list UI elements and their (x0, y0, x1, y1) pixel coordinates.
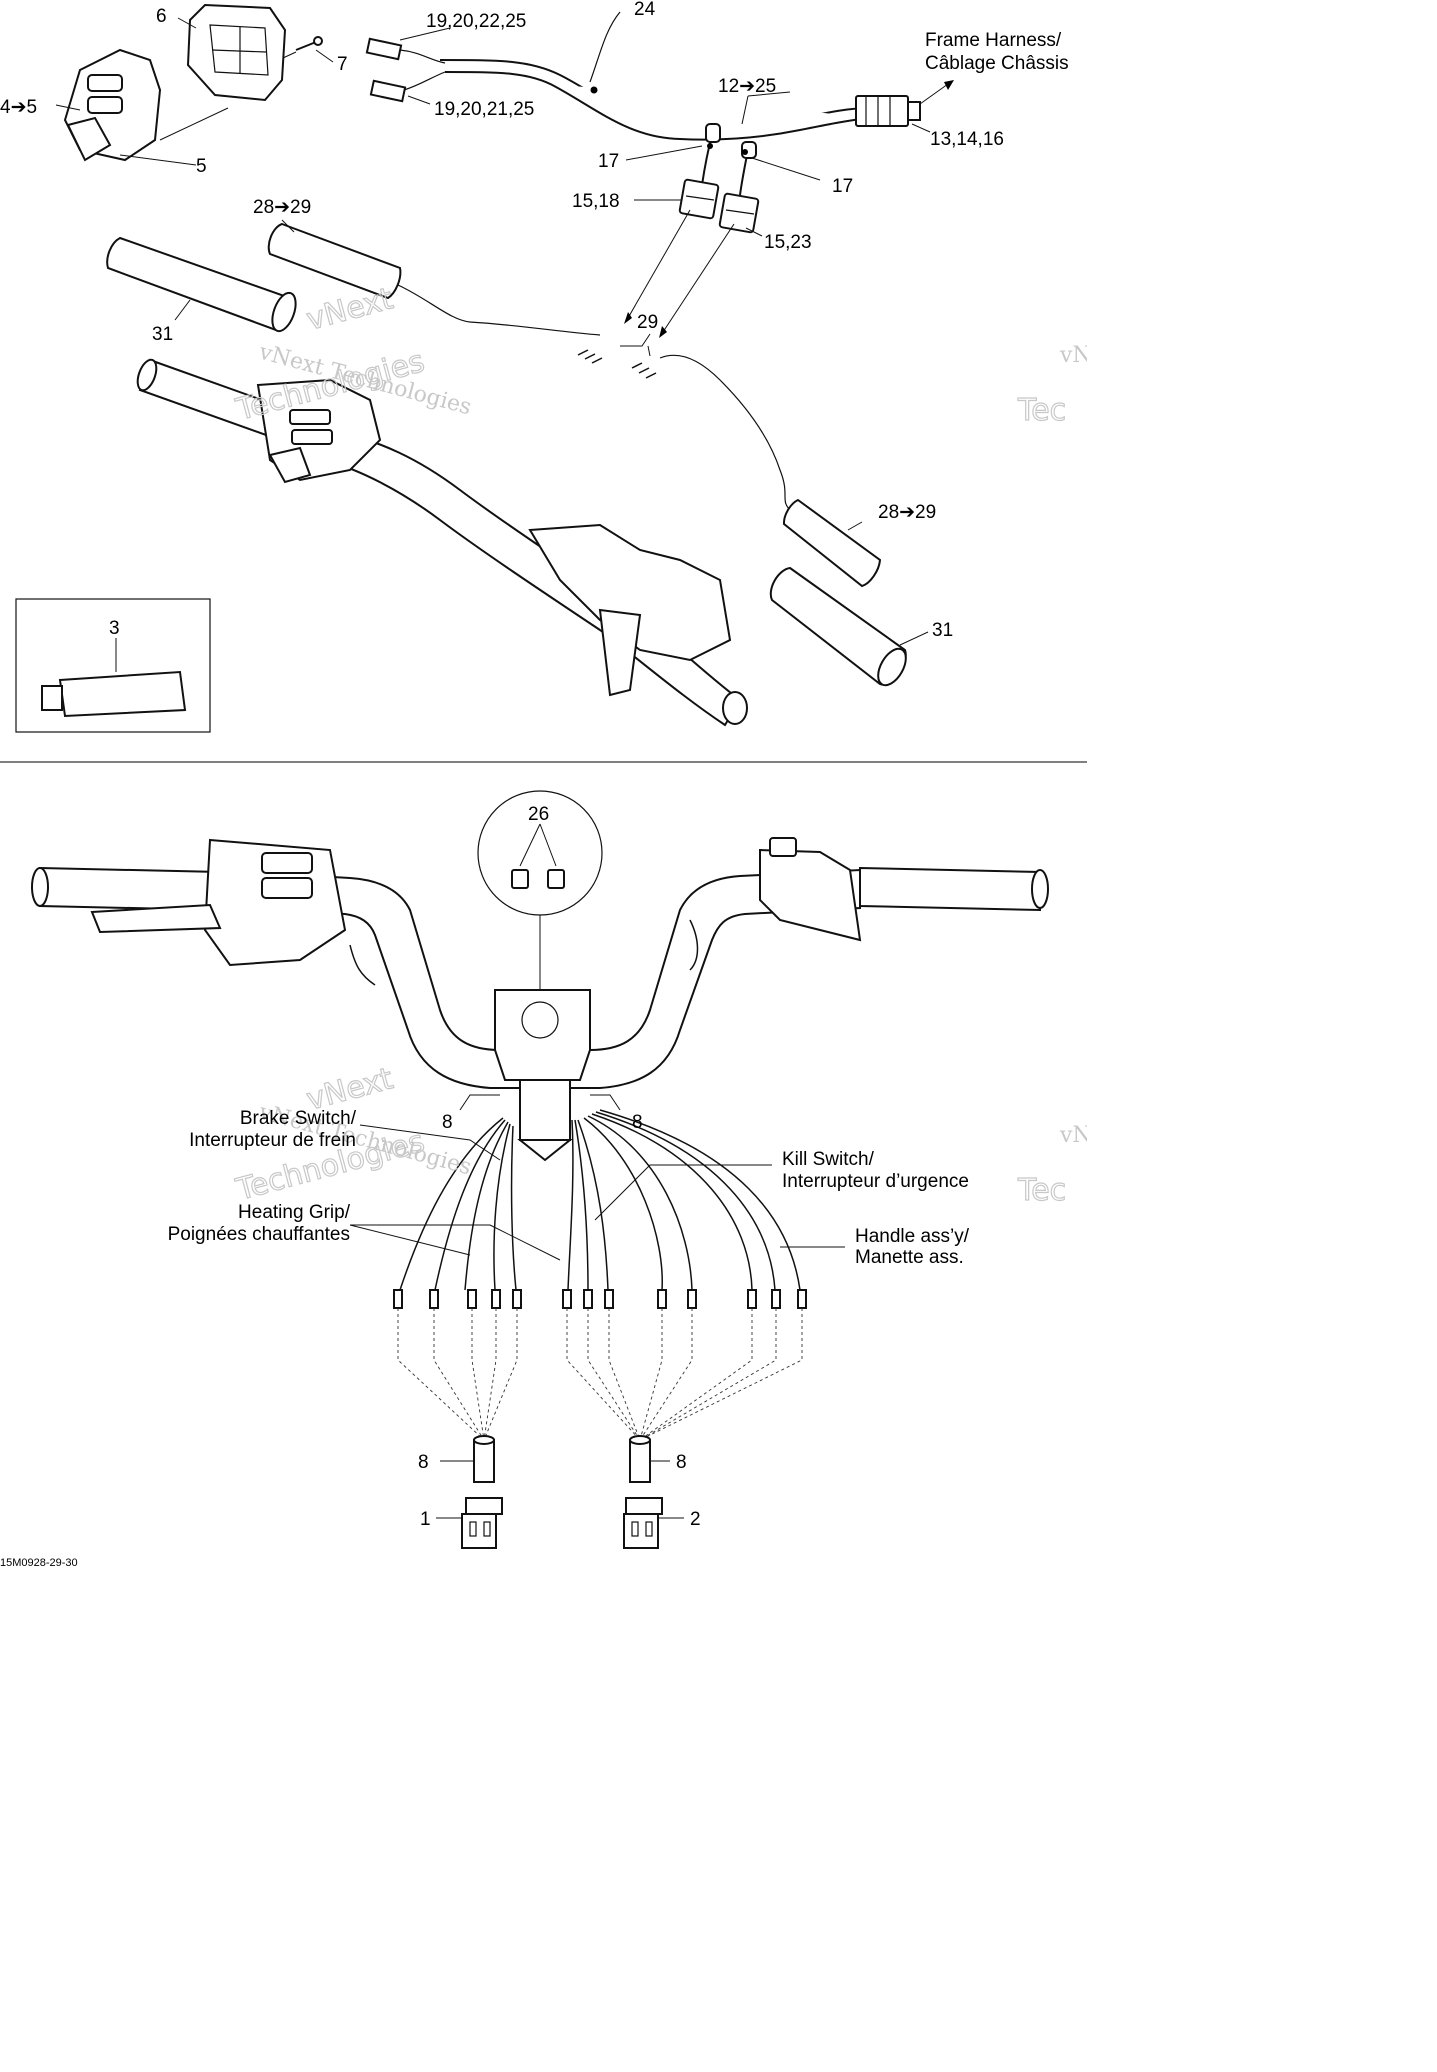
label-24: 24 (634, 0, 656, 20)
label-15-18: 15,18 (572, 191, 620, 212)
svg-text:vN: vN (1059, 343, 1087, 368)
label-5: 5 (196, 156, 207, 177)
handlebar-front (31, 837, 1049, 1162)
svg-text:Tec: Tec (1017, 393, 1066, 428)
label-4to5: 4➔5 (0, 97, 37, 118)
label-6: 6 (156, 6, 167, 27)
grip-28-left (267, 222, 601, 336)
label-12to25: 12➔25 (718, 76, 776, 97)
pin-terminals (393, 1289, 807, 1309)
connector-housing-1 (461, 1497, 503, 1549)
label-2: 2 (690, 1509, 701, 1530)
svg-text:Tec: Tec (1017, 1173, 1066, 1208)
label-frame-harness: Frame Harness/ (925, 30, 1062, 51)
connector-15-23 (718, 192, 760, 234)
connector-15-18 (678, 178, 720, 220)
label-manette-ass: Manette ass. (855, 1247, 964, 1268)
label-1: 1 (420, 1509, 431, 1530)
drawing-code: 15M0928-29-30 (0, 1557, 78, 1568)
label-28to29-right: 28➔29 (878, 502, 936, 523)
grip-31-left (106, 236, 297, 333)
diagram-canvas: vNext Technologies vNext Technologies vN… (0, 0, 1092, 1569)
label-19-20-22-25: 19,20,22,25 (426, 11, 526, 32)
svg-text:vNext: vNext (303, 281, 397, 338)
label-kill-switch: Kill Switch/ (782, 1149, 875, 1170)
label-8-left: 8 (442, 1112, 453, 1133)
label-brake-switch: Brake Switch/ (240, 1108, 357, 1129)
pin-sets-29 (577, 333, 791, 511)
wire-bundles (399, 1109, 801, 1291)
label-heating-grip: Heating Grip/ (238, 1202, 351, 1223)
label-cablage-chassis: Câblage Châssis (925, 53, 1069, 74)
label-8-sleeve-right: 8 (676, 1452, 687, 1473)
grip-31-right (769, 566, 907, 687)
harness-branches (701, 123, 757, 196)
main-harness (439, 11, 871, 141)
label-handle-assy: Handle ass’y/ (855, 1226, 970, 1247)
labels-bottom: 26 8 8 Brake Switch/ Interrupteur de fre… (168, 804, 970, 1530)
label-17-right: 17 (832, 176, 853, 197)
frame-connector (855, 95, 921, 127)
screw (295, 36, 323, 51)
switch-assembly (63, 48, 162, 162)
label-31-left: 31 (152, 324, 173, 345)
connector-lower (369, 71, 446, 103)
sleeve-left (473, 1435, 495, 1483)
label-28to29-left: 28➔29 (253, 197, 311, 218)
label-interrupteur-urgence: Interrupteur d’urgence (782, 1171, 969, 1192)
dashed-guides (397, 1308, 803, 1441)
label-7: 7 (337, 54, 348, 75)
label-31-right: 31 (932, 620, 953, 641)
label-29: 29 (637, 312, 658, 333)
switch-housing-cover (186, 3, 287, 102)
label-26: 26 (528, 804, 549, 825)
grip-28-right (782, 498, 882, 588)
leader-lines-top (55, 17, 954, 646)
label-interrupteur-frein: Interrupteur de frein (189, 1130, 356, 1151)
parts-diagram: vNext Technologies vNext Technologies vN… (0, 0, 1092, 1569)
label-15-23: 15,23 (764, 232, 812, 253)
label-13-14-16: 13,14,16 (930, 129, 1004, 150)
label-3: 3 (109, 618, 120, 639)
label-19-20-21-25: 19,20,21,25 (434, 99, 534, 120)
detail-circle-26 (477, 790, 603, 990)
inset-box (15, 598, 211, 733)
label-8-right: 8 (632, 1112, 643, 1133)
leader-lines-bottom (349, 1094, 845, 1519)
connector-housing-2 (623, 1497, 663, 1549)
svg-text:vN: vN (1059, 1123, 1087, 1148)
handlebar-iso (136, 358, 748, 727)
labels-top: 6 7 4➔5 5 19,20,22,25 19,20,21,25 24 12➔… (0, 0, 1069, 641)
label-17-left: 17 (598, 151, 619, 172)
sleeve-right (629, 1435, 651, 1483)
label-poignees-chauffantes: Poignées chauffantes (168, 1224, 350, 1245)
label-8-sleeve-left: 8 (418, 1452, 429, 1473)
connector-upper (365, 37, 446, 64)
